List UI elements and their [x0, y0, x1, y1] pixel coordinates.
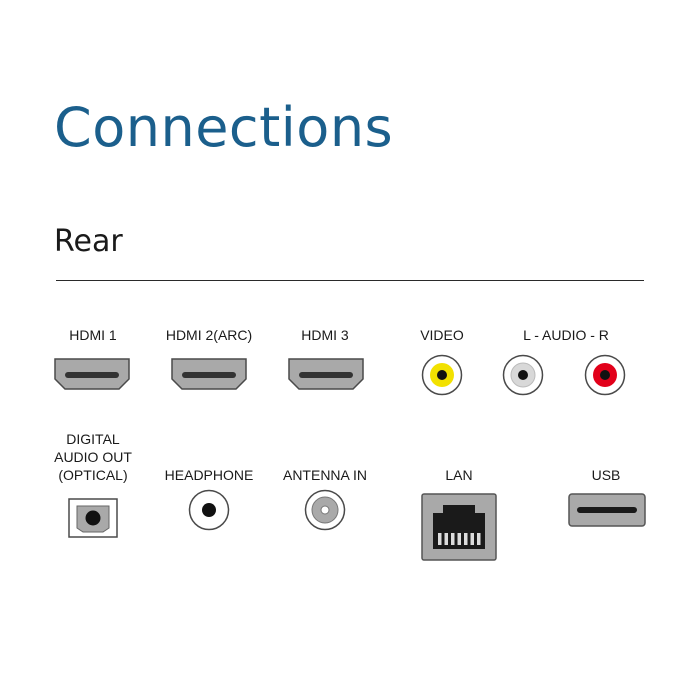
port-label: DIGITAL AUDIO OUT (OPTICAL) [54, 431, 132, 483]
port-headphone: HEADPHONE [139, 430, 279, 542]
port-antenna-in: ANTENNA IN [255, 430, 395, 542]
port-digital-audio-out-optical: DIGITAL AUDIO OUT (OPTICAL) [23, 430, 163, 542]
headphone-jack-icon [188, 489, 230, 531]
rca-audio-right-jack-icon [584, 354, 626, 396]
port-label: VIDEO [420, 327, 464, 343]
port-lan: LAN [389, 430, 529, 562]
port-hdmi-2-arc: HDMI 2(ARC) [139, 322, 279, 394]
hdmi-port-icon [170, 357, 248, 391]
port-label: HDMI 1 [69, 327, 117, 343]
hdmi-port-icon [53, 357, 131, 391]
ethernet-port-icon [421, 493, 497, 561]
optical-port-icon [68, 498, 118, 538]
port-label: ANTENNA IN [282, 467, 367, 483]
rca-video-jack-icon [421, 354, 463, 396]
port-audio-lr: L - AUDIO - R [496, 322, 636, 396]
port-video: VIDEO [372, 322, 512, 396]
antenna-connector-icon [304, 489, 346, 531]
section-divider [56, 280, 644, 281]
hdmi-port-icon [287, 357, 365, 391]
port-label: HEADPHONE [164, 467, 254, 483]
usb-port-icon [568, 493, 646, 527]
port-label: USB [591, 467, 621, 483]
port-hdmi-3: HDMI 3 [255, 322, 395, 394]
port-label: L - AUDIO - R [523, 327, 609, 343]
port-usb: USB [536, 430, 676, 542]
port-label: HDMI 2(ARC) [165, 327, 253, 343]
port-label: HDMI 3 [301, 327, 349, 343]
rca-audio-left-jack-icon [502, 354, 544, 396]
page-title: Connections [54, 96, 394, 159]
port-hdmi-1: HDMI 1 [23, 322, 163, 394]
section-heading-rear: Rear [54, 224, 123, 259]
port-label: LAN [445, 467, 473, 483]
